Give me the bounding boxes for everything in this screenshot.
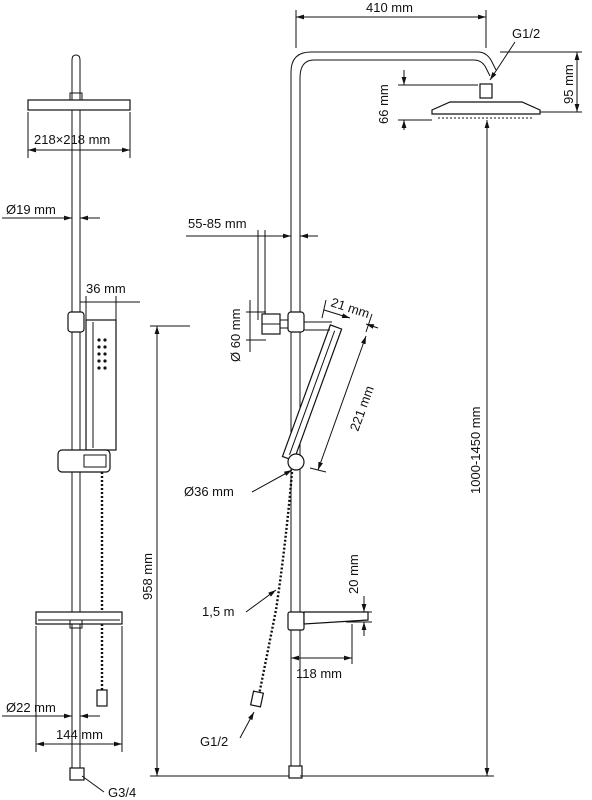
- holder-range-label: 55-85 mm: [188, 216, 247, 231]
- side-hose: [256, 471, 294, 701]
- hose-thread-label: G1/2: [200, 734, 228, 749]
- front-base-fitting: [69, 767, 85, 781]
- side-shower-head: [431, 101, 541, 115]
- knob-diameter-label: Ø36 mm: [184, 484, 234, 499]
- shelf-depth-label: 118 mm: [296, 666, 342, 681]
- front-head-connector: [69, 92, 83, 101]
- inlet-thread-label: G1/2: [512, 26, 540, 41]
- front-hand-shower-nozzles: [97, 338, 107, 370]
- head-size-label: 218×218 mm: [34, 132, 110, 147]
- overall-height-label: 958 mm: [140, 553, 155, 600]
- shelf-height-label: 20 mm: [346, 554, 361, 594]
- handset-width-front-label: 36 mm: [86, 281, 126, 296]
- front-view: 218×218 mm Ø19 mm 36 mm: [2, 54, 140, 800]
- arm-height-label: 95 mm: [561, 64, 576, 104]
- front-upper-slider: [67, 311, 85, 333]
- side-base-fitting: [288, 765, 303, 779]
- front-shelf-clamp: [69, 619, 83, 629]
- side-riser-outer: [290, 51, 497, 770]
- side-hose-end: [249, 690, 265, 708]
- handset-width-side-label: 21 mm: [329, 295, 371, 322]
- pipe-diameter-label: Ø19 mm: [6, 202, 56, 217]
- lower-pipe-diameter-label: Ø22 mm: [6, 700, 56, 715]
- side-shelf-clamp: [287, 611, 305, 631]
- front-hose-end: [96, 689, 108, 707]
- front-hand-shower: [85, 319, 117, 451]
- side-knob: [287, 453, 305, 471]
- head-height-label: 66 mm: [376, 84, 391, 124]
- adjustable-height-label: 1000-1450 mm: [468, 407, 483, 494]
- shelf-width-label: 144 mm: [56, 727, 103, 742]
- side-view: 958 mm 410 mm G1/2 66 mm 95 mm 1000-14: [140, 0, 582, 779]
- side-head-connector: [479, 83, 493, 99]
- front-arm-top: [71, 54, 81, 100]
- top-width-label: 410 mm: [366, 0, 413, 15]
- handset-length-label: 221 mm: [347, 384, 377, 433]
- side-riser-inner: [299, 59, 491, 770]
- front-shower-head: [27, 99, 131, 111]
- base-thread-label: G3/4: [108, 785, 136, 800]
- hose-length-label: 1,5 m: [202, 604, 235, 619]
- holder-diameter-label: Ø 60 mm: [228, 309, 243, 362]
- front-shelf: [35, 611, 123, 625]
- side-upper-slider: [287, 311, 305, 333]
